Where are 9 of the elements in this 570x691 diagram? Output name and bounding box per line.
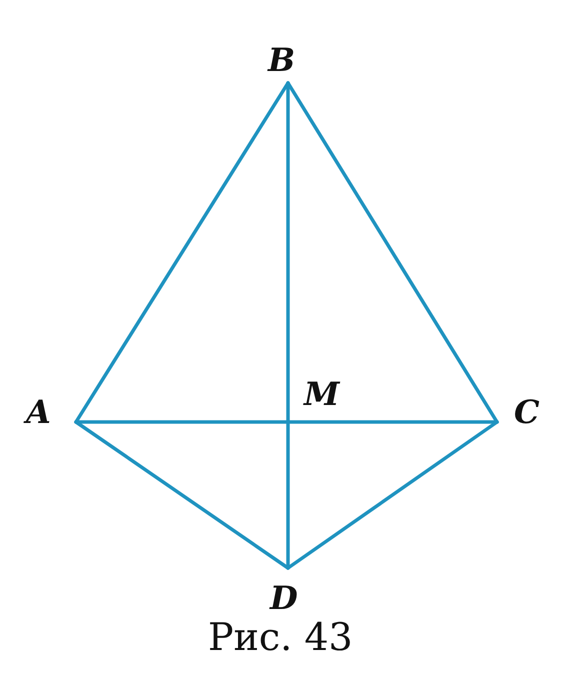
line-segment xyxy=(74,420,290,570)
vertex-label: D xyxy=(270,582,298,614)
line-segment xyxy=(74,420,499,424)
line-segment xyxy=(286,81,290,570)
vertex-label: C xyxy=(514,396,540,428)
figure-caption: Рис. 43 xyxy=(208,615,353,659)
vertex-label: B xyxy=(268,44,296,76)
vertex-label: A xyxy=(26,396,51,428)
point-label: M xyxy=(304,378,340,410)
